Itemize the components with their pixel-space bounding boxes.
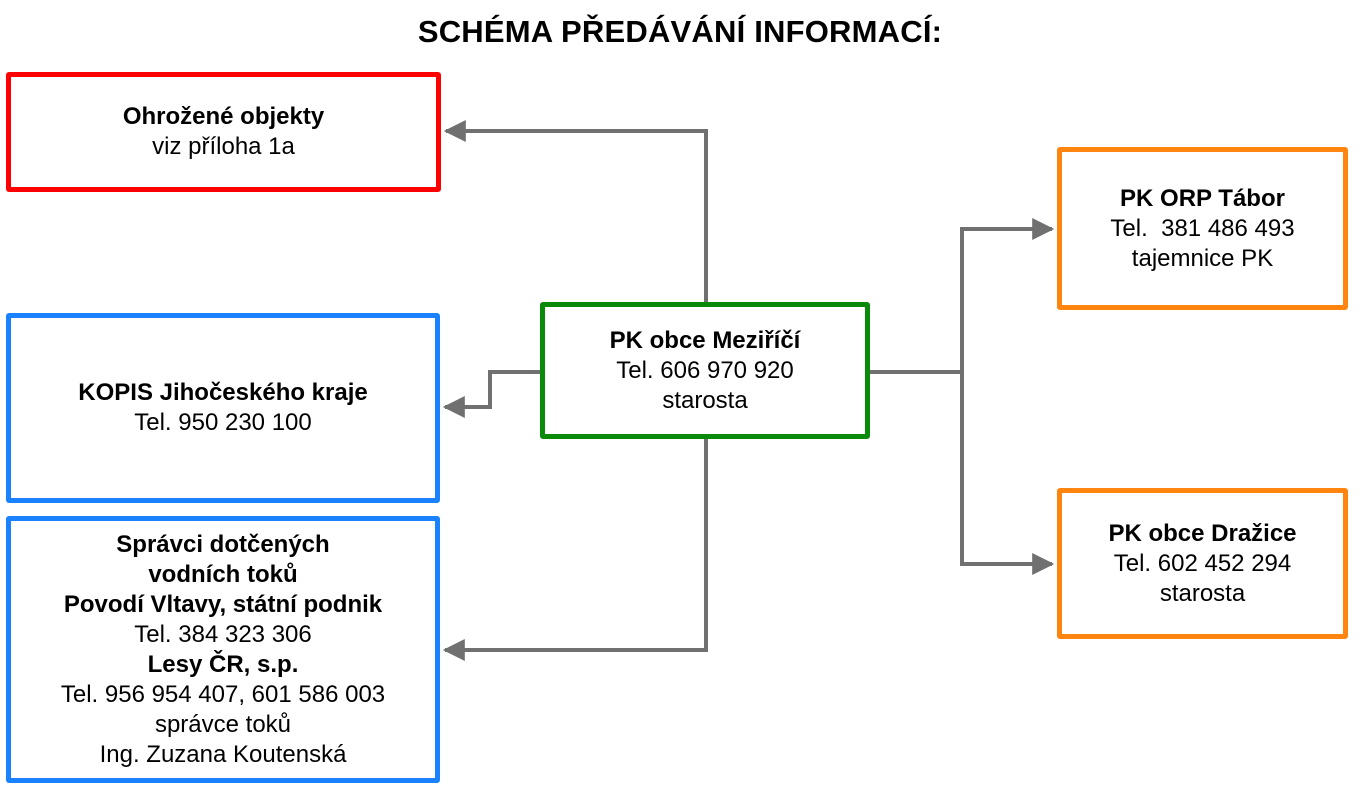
water-managers-box: Správci dotčených vodních toků Povodí Vl… <box>6 516 440 783</box>
water-managers-phone-2: Tel. 956 954 407, 601 586 003 <box>60 680 386 708</box>
water-managers-phone-1: Tel. 384 323 306 <box>134 620 312 648</box>
water-managers-person: Ing. Zuzana Koutenská <box>99 740 347 768</box>
diagram-title: SCHÉMA PŘEDÁVÁNÍ INFORMACÍ: <box>417 14 943 49</box>
threatened-objects-text: viz příloha 1a <box>152 133 295 160</box>
drazice-box: PK obce Dražice Tel. 602 452 294 starost… <box>1057 488 1348 639</box>
arrow-to-water-managers <box>442 439 708 661</box>
arrow-to-threatened-objects <box>443 120 708 302</box>
orp-tabor-role: tajemnice PK <box>1131 244 1274 272</box>
center-commission-role: starosta <box>662 386 748 414</box>
arrow-to-kopis <box>442 370 540 418</box>
drazice-role: starosta <box>1159 579 1246 607</box>
kopis-phone: Tel. 950 230 100 <box>134 409 312 436</box>
threatened-objects-heading: Ohrožené objekty <box>122 103 325 130</box>
water-managers-heading-2: vodních toků <box>148 560 298 588</box>
center-commission-heading: PK obce Meziříčí <box>609 326 801 354</box>
kopis-box: KOPIS Jihočeského kraje Tel. 950 230 100 <box>6 313 440 503</box>
center-commission-box: PK obce Meziříčí Tel. 606 970 920 staros… <box>540 302 870 439</box>
arrow-to-drazice <box>960 372 1055 575</box>
center-commission-phone: Tel. 606 970 920 <box>616 356 794 384</box>
kopis-heading: KOPIS Jihočeského kraje <box>78 379 368 406</box>
water-managers-role: správce toků <box>154 710 292 738</box>
orp-tabor-phone: Tel. 381 486 493 <box>1110 214 1295 242</box>
orp-tabor-heading: PK ORP Tábor <box>1120 184 1285 212</box>
threatened-objects-box: Ohrožené objekty viz příloha 1a <box>6 72 441 192</box>
water-managers-org-1: Povodí Vltavy, státní podnik <box>63 590 383 618</box>
orp-tabor-box: PK ORP Tábor Tel. 381 486 493 tajemnice … <box>1057 147 1348 310</box>
water-managers-heading-1: Správci dotčených <box>116 530 330 558</box>
water-managers-org-2: Lesy ČR, s.p. <box>147 650 299 678</box>
drazice-heading: PK obce Dražice <box>1108 519 1297 547</box>
arrow-to-orp-tabor <box>960 218 1055 372</box>
drazice-phone: Tel. 602 452 294 <box>1113 549 1292 577</box>
